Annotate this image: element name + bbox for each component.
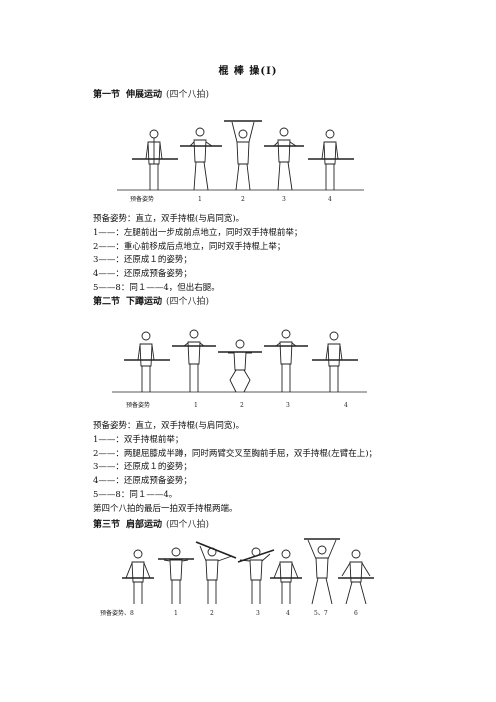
section-3-figures-svg: 预备姿势、8 1 2 3 4 5、7 6	[100, 538, 374, 617]
figure-1	[172, 329, 216, 392]
figure-ready-8	[122, 549, 154, 604]
figure-3	[264, 329, 308, 392]
section-2-line: 预备姿势：直立，双手持棍(与肩同宽)。	[93, 421, 245, 431]
section-1-heading: 第一节伸展运动(四个八拍)	[93, 87, 209, 100]
caption-ready-8: 预备姿势、8	[100, 609, 134, 617]
figure-4	[312, 331, 358, 392]
caption-1: 1	[194, 402, 198, 409]
figure-2	[218, 339, 262, 393]
section-1-beats: (四个八拍)	[166, 90, 210, 100]
section-1-line: 4——：还原成预备姿势；	[93, 269, 192, 280]
section-3-name: 肩部运动	[126, 520, 163, 530]
figure-2	[224, 120, 262, 191]
caption-ready: 预备姿势	[130, 195, 154, 203]
section-1-number: 第一节	[93, 90, 121, 100]
caption-3: 3	[256, 610, 260, 617]
section-3-illustration: 预备姿势、8 1 2 3 4 5、7 6	[100, 534, 390, 620]
section-1-line: 2——：重心前移成后点地立，同时双手持棍上举；	[93, 241, 286, 252]
section-2-number: 第二节	[93, 297, 121, 307]
caption-2: 2	[210, 610, 214, 617]
figure-1	[180, 127, 222, 191]
section-1-figures-svg: 预备姿势 1 2 3 4	[117, 120, 364, 203]
section-2-figures-svg: 预备姿势 1 2 3 4	[112, 329, 367, 409]
caption-6: 6	[354, 610, 358, 617]
caption-5-7: 5、7	[314, 610, 328, 617]
section-1-line: 1——：左腿前出一步成前点地立，同时双手持棍前举；	[93, 227, 303, 238]
section-2-beats: (四个八拍)	[166, 297, 210, 307]
section-1-illustration: 预备姿势 1 2 3 4	[112, 112, 372, 208]
section-2-heading: 第二节下蹲运动(四个八拍)	[93, 294, 209, 307]
section-2-line: 3——：还原成１的姿势；	[93, 462, 192, 473]
section-1-text: 预备姿势：直立，双手持棍(与肩同宽)。 1——：左腿前出一步成前点地立，同时双手…	[93, 213, 302, 296]
caption-2: 2	[240, 402, 244, 409]
section-2-line: 2——：两腿屈膝成半蹲，同时两臂交叉至胸前手屈，双手持棍(左臂在上)；	[93, 448, 378, 459]
section-2-illustration: 预备姿势 1 2 3 4	[112, 322, 372, 414]
page-title: 棍 棒 操(Ⅰ)	[218, 66, 278, 77]
figure-1	[158, 547, 194, 604]
section-2-line: 第四个八拍的最后一拍双手持棍两端。	[93, 503, 238, 514]
caption-ready: 预备姿势	[126, 401, 150, 409]
caption-3: 3	[282, 196, 286, 203]
figure-3	[264, 127, 304, 191]
section-1-name: 伸展运动	[126, 90, 163, 100]
section-2-line: 4——：还原成预备姿势；	[93, 476, 192, 487]
section-3-number: 第三节	[93, 520, 121, 530]
section-2-line: 5——8：同１——4。	[93, 489, 178, 500]
figure-4	[308, 129, 354, 190]
section-2-name: 下蹲运动	[126, 297, 163, 307]
caption-4: 4	[328, 196, 332, 203]
caption-4: 4	[286, 610, 290, 617]
section-2-text: 预备姿势：直立，双手持棍(与肩同宽)。 1——：双手持棍前举； 2——：两腿屈膝…	[93, 420, 377, 517]
section-1-line: 5——8：同１——4，但出右腿。	[93, 282, 220, 293]
section-3-heading: 第三节肩部运动(四个八拍)	[93, 517, 209, 530]
figure-4	[270, 549, 302, 604]
caption-1: 1	[198, 196, 202, 203]
caption-4: 4	[344, 402, 348, 409]
caption-2: 2	[241, 196, 245, 203]
section-3-beats: (四个八拍)	[166, 520, 210, 530]
section-1-line: 预备姿势：直立，双手持棍(与肩同宽)。	[93, 214, 245, 224]
figure-ready	[124, 331, 170, 392]
caption-1: 1	[174, 610, 178, 617]
section-1-line: 3——：还原成１的姿势；	[93, 255, 192, 266]
figure-5-7	[304, 538, 340, 605]
figure-3	[237, 547, 275, 604]
caption-3: 3	[286, 402, 290, 409]
figure-6	[338, 549, 374, 605]
figure-2	[195, 541, 237, 604]
figure-ready	[132, 129, 178, 190]
section-2-line: 1——：双手持棍前举；	[93, 434, 184, 445]
